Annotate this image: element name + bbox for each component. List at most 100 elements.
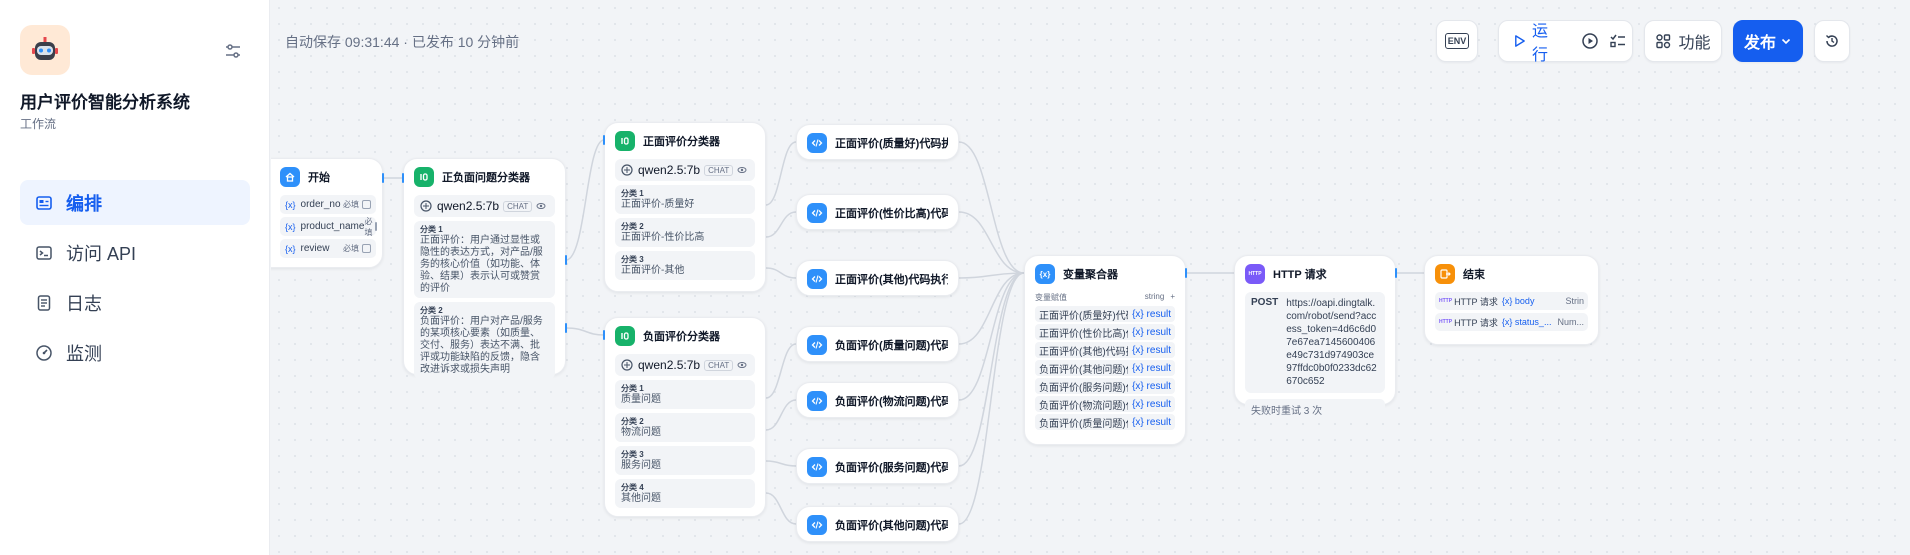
- code-icon: [807, 203, 827, 223]
- retry-setting[interactable]: 失败时重试 3 次: [1245, 399, 1385, 419]
- checklist-icon: [1610, 34, 1625, 48]
- edge: [958, 211, 1025, 274]
- node-code-positive-other[interactable]: 正面评价(其他)代码执行: [796, 260, 959, 296]
- node-code-negative-other[interactable]: 负面评价(其他问题)代码执行: [796, 506, 959, 542]
- features-button[interactable]: 功能: [1644, 20, 1722, 62]
- node-http-request[interactable]: HTTP HTTP 请求 POST https://oapi.dingtalk.…: [1234, 255, 1396, 419]
- output-handle[interactable]: [1395, 268, 1397, 278]
- workflow-canvas[interactable]: 自动保存 09:31:44 · 已发布 10 分钟前 ENV 运行 功能 发布: [271, 0, 1910, 555]
- node-title: 正面评价(质量好)代码执行: [835, 138, 948, 150]
- model-selector[interactable]: qwen2.5:7b CHAT: [414, 195, 555, 217]
- run-button[interactable]: 运行: [1499, 21, 1576, 64]
- class-label: 分类 4: [621, 483, 644, 492]
- node-title: 正面评价(性价比高)代码执行: [835, 208, 948, 220]
- checklist-button[interactable]: [1604, 21, 1632, 61]
- class-label: 分类 2: [621, 417, 644, 426]
- run-history-button[interactable]: [1576, 21, 1604, 61]
- gauge-icon: [34, 343, 54, 363]
- http-icon: HTTP: [1245, 264, 1265, 284]
- model-selector[interactable]: qwen2.5:7b CHAT: [615, 354, 755, 376]
- publish-button[interactable]: 发布: [1733, 20, 1803, 62]
- node-title: 负面评价(服务问题)代码执行: [835, 462, 948, 474]
- input-handle[interactable]: [603, 330, 605, 340]
- aggregator-variable[interactable]: 正面评价(质量好)代码...{x} result: [1035, 306, 1175, 322]
- node-code-positive-value[interactable]: 正面评价(性价比高)代码执行: [796, 194, 959, 230]
- node-title: 正面评价分类器: [643, 136, 720, 148]
- output-handle[interactable]: [1185, 268, 1187, 278]
- http-icon: HTTP: [1439, 319, 1453, 325]
- aggregator-variable[interactable]: 负面评价(质量问题)代...{x} result: [1035, 414, 1175, 430]
- aggregator-variable[interactable]: 正面评价(性价比高)代...{x} result: [1035, 324, 1175, 340]
- edge: [765, 399, 797, 431]
- node-title: 正负面问题分类器: [442, 172, 530, 184]
- nav-item-monitor[interactable]: 监测: [20, 330, 250, 375]
- node-code-negative-service[interactable]: 负面评价(服务问题)代码执行: [796, 448, 959, 484]
- node-title: 负面评价(质量问题)代码执行: [835, 340, 948, 352]
- http-method: POST: [1251, 297, 1279, 308]
- play-icon: [1515, 35, 1525, 47]
- aggregator-label: 变量赋值: [1035, 293, 1067, 302]
- node-code-negative-logistics[interactable]: 负面评价(物流问题)代码执行: [796, 382, 959, 418]
- input-handle[interactable]: [603, 135, 605, 145]
- plus-icon[interactable]: +: [1170, 292, 1175, 301]
- http-endpoint[interactable]: POST https://oapi.dingtalk.com/robot/sen…: [1245, 292, 1385, 393]
- output-handle[interactable]: [382, 173, 384, 183]
- model-selector[interactable]: qwen2.5:7b CHAT: [615, 159, 755, 181]
- edge: [958, 272, 1025, 279]
- output-handle[interactable]: [565, 323, 567, 333]
- features-label: 功能: [1678, 35, 1711, 52]
- aggregator-variable[interactable]: 负面评价(物流问题)代...{x} result: [1035, 396, 1175, 412]
- version-history-button[interactable]: [1814, 20, 1850, 62]
- eye-icon: [737, 362, 747, 368]
- node-variable-aggregator[interactable]: {x} 变量聚合器 变量赋值 string + 正面评价(质量好)代码...{x…: [1024, 255, 1186, 445]
- node-header: 正面评价分类器: [605, 123, 765, 159]
- variable-name: review: [300, 243, 330, 254]
- output-handle[interactable]: [565, 255, 567, 265]
- input-handle[interactable]: [402, 173, 404, 183]
- aggregator-variable[interactable]: 负面评价(服务问题)代...{x} result: [1035, 378, 1175, 394]
- nav-label: 访问 API: [66, 243, 137, 264]
- field-type-icon: [375, 222, 378, 231]
- source-node: 负面评价(服务问题)代...: [1039, 382, 1128, 394]
- app-settings-button[interactable]: [222, 40, 244, 62]
- node-title: 负面评价(物流问题)代码执行: [835, 396, 948, 408]
- class-text: 物流问题: [621, 427, 661, 438]
- result-variable: {x} result: [1132, 362, 1171, 374]
- env-button[interactable]: ENV: [1436, 20, 1478, 62]
- node-code-negative-quality[interactable]: 负面评价(质量问题)代码执行: [796, 326, 959, 362]
- variable-icon: {x}: [285, 243, 296, 254]
- nav-item-orchestrate[interactable]: 编排: [20, 180, 250, 225]
- nav-item-api[interactable]: 访问 API: [20, 230, 250, 275]
- sidebar-nav: 编排 访问 API 日志 监测: [20, 180, 250, 380]
- node-code-positive-quality[interactable]: 正面评价(质量好)代码执行: [796, 124, 959, 160]
- aggregator-variable[interactable]: 负面评价(其他问题)代...{x} result: [1035, 360, 1175, 376]
- class-label: 分类 1: [420, 225, 443, 234]
- nav-item-logs[interactable]: 日志: [20, 280, 250, 325]
- home-icon: [280, 167, 300, 187]
- node-header: 正负面问题分类器: [404, 159, 565, 195]
- app-avatar[interactable]: [20, 25, 70, 75]
- llm-model-icon: [621, 359, 633, 371]
- aggregator-variable[interactable]: 正面评价(其他)代码执行{x} result: [1035, 342, 1175, 358]
- nav-label: 日志: [66, 293, 102, 314]
- http-url: https://oapi.dingtalk.com/robot/send?acc…: [1286, 298, 1377, 387]
